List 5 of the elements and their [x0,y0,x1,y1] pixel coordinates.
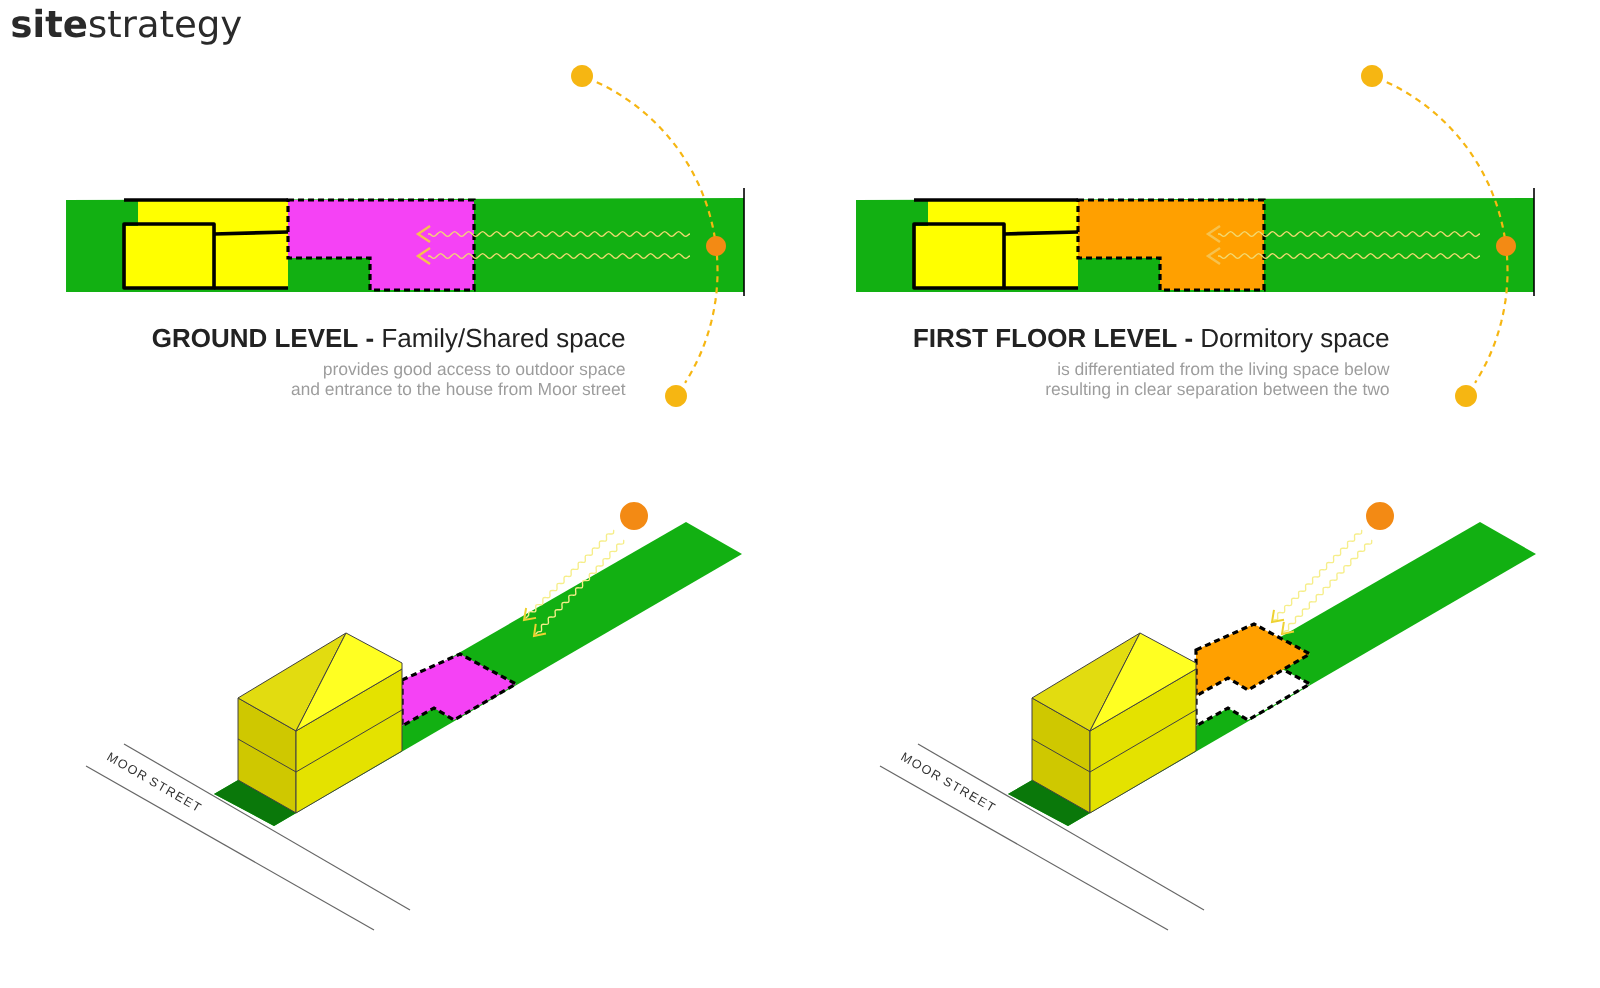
caption-text: is differentiated from the living space below resulting in clear separation between the two [1046,362,1390,399]
level-heading: FIRST FLOOR LEVEL - Dormitory space [914,328,1389,353]
level-heading: GROUND LEVEL - Family/Shared space [152,328,625,353]
title: sitestrategy [12,8,242,45]
caption-text: provides good access to outdoor space and entrance to the house from Moor street [291,362,626,396]
